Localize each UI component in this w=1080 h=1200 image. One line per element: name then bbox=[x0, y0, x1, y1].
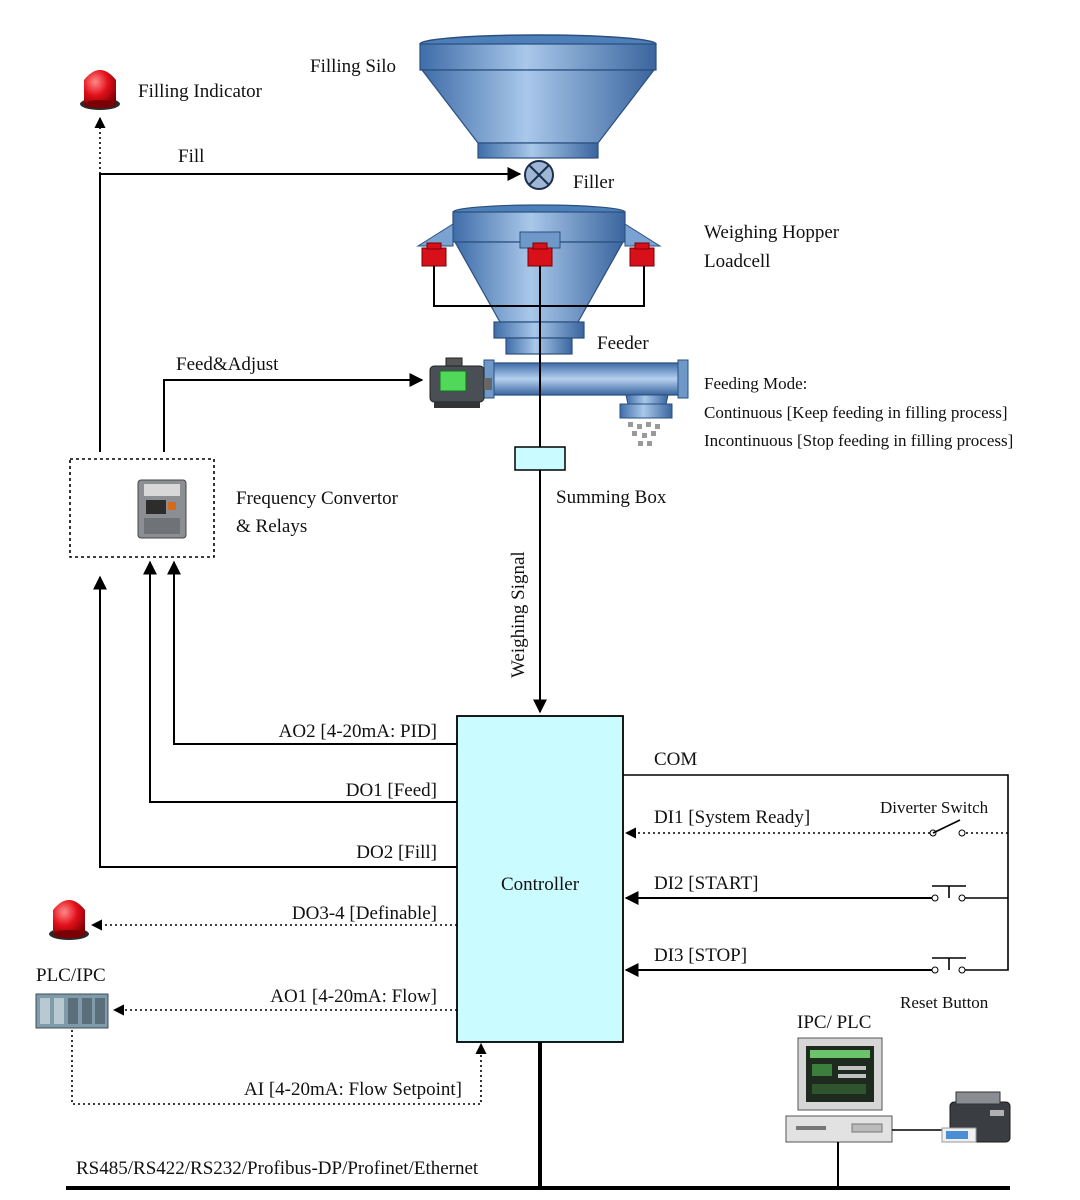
bus-label: RS485/RS422/RS232/Profibus-DP/Profinet/E… bbox=[76, 1158, 479, 1179]
feed-adjust-line bbox=[163, 373, 424, 452]
frequency-convertor-box bbox=[69, 458, 215, 558]
controller-box bbox=[456, 715, 624, 1043]
loadcell-left-icon bbox=[421, 242, 447, 267]
ao1-label: AO1 [4-20mA: Flow] bbox=[270, 986, 437, 1007]
controller-label: Controller bbox=[501, 874, 580, 895]
ai-setpoint-line bbox=[71, 1030, 487, 1105]
plc-rack-icon bbox=[35, 993, 109, 1029]
definable-indicator-lamp-icon bbox=[49, 900, 89, 940]
com-label: COM bbox=[654, 749, 697, 770]
motor-icon bbox=[429, 357, 492, 408]
weighing-hopper-label: Weighing Hopper bbox=[704, 222, 840, 243]
com-line bbox=[623, 774, 1009, 971]
diverter-switch-label: Diverter Switch bbox=[880, 798, 989, 817]
stop-button-icon bbox=[931, 957, 966, 974]
do2-line bbox=[93, 575, 457, 868]
di1-label: DI1 [System Ready] bbox=[654, 807, 810, 828]
ao2-line bbox=[167, 560, 457, 745]
reset-button-label: Reset Button bbox=[900, 993, 989, 1012]
loadcell-label: Loadcell bbox=[704, 251, 770, 272]
computer-icon bbox=[785, 1037, 893, 1143]
feeder-label: Feeder bbox=[597, 333, 649, 354]
do1-line bbox=[143, 560, 457, 803]
frequency-convertor-label-2: & Relays bbox=[236, 516, 307, 537]
feed-adjust-label: Feed&Adjust bbox=[176, 354, 279, 375]
feeding-mode-incontinuous: Incontinuous [Stop feeding in filling pr… bbox=[704, 431, 1013, 450]
diverter-switch-icon bbox=[929, 819, 966, 837]
printer-icon bbox=[941, 1091, 1011, 1143]
summing-box bbox=[514, 446, 566, 471]
do1-label: DO1 [Feed] bbox=[346, 780, 437, 801]
filling-silo-label: Filling Silo bbox=[310, 56, 396, 77]
do2-label: DO2 [Fill] bbox=[356, 842, 437, 863]
filling-indicator-lamp-icon bbox=[80, 70, 120, 110]
weighing-signal-label: Weighing Signal bbox=[508, 551, 529, 678]
do34-label: DO3-4 [Definable] bbox=[292, 903, 437, 924]
feeding-mode-title: Feeding Mode: bbox=[704, 374, 807, 393]
frequency-convertor-label: Frequency Convertor bbox=[236, 488, 399, 509]
di2-label: DI2 [START] bbox=[654, 873, 758, 894]
start-button-icon bbox=[931, 885, 966, 902]
filler-valve-icon bbox=[524, 160, 554, 190]
summing-box-label: Summing Box bbox=[556, 487, 667, 508]
ai-label: AI [4-20mA: Flow Setpoint] bbox=[244, 1079, 462, 1100]
fill-signal-label: Fill bbox=[178, 146, 204, 167]
feeder-screw bbox=[483, 359, 689, 446]
feeding-mode-continuous: Continuous [Keep feeding in filling proc… bbox=[704, 403, 1008, 422]
filling-indicator-label: Filling Indicator bbox=[138, 81, 263, 102]
ao2-label: AO2 [4-20mA: PID] bbox=[279, 721, 437, 742]
di3-label: DI3 [STOP] bbox=[654, 945, 747, 966]
loadcell-right-icon bbox=[629, 242, 655, 267]
filler-label: Filler bbox=[573, 172, 615, 193]
filling-silo bbox=[419, 34, 657, 159]
frequency-convertor-icon bbox=[137, 479, 187, 539]
ipc-plc-label: IPC/ PLC bbox=[797, 1012, 871, 1033]
plc-ipc-label: PLC/IPC bbox=[36, 965, 106, 986]
